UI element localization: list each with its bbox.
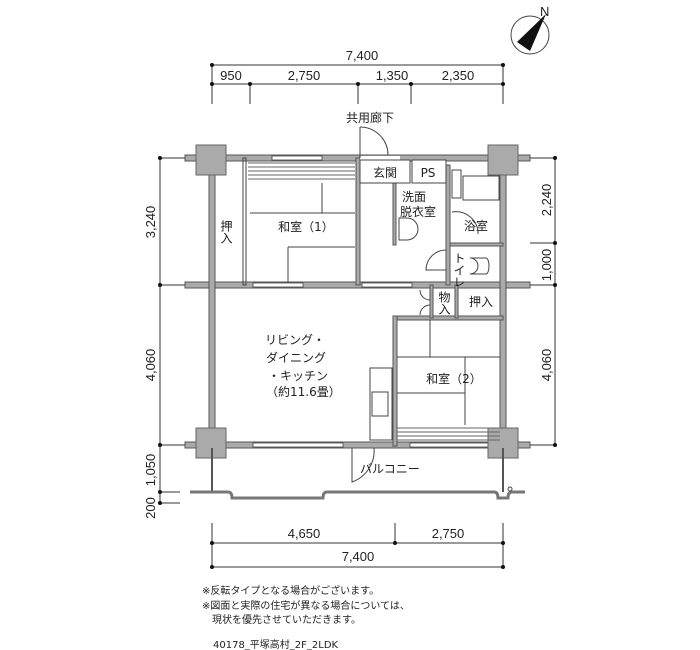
dim-bottom-1: 2,750 [432, 526, 465, 541]
water-heater-icon [451, 169, 462, 199]
washbasin-icon [398, 217, 419, 241]
bath-door [451, 211, 479, 235]
bottom-dimensions: 4,650 2,750 7,400 [210, 523, 505, 569]
label-balcony: バルコニー [360, 462, 420, 476]
compass-icon: N [510, 4, 550, 55]
dim-top-3: 2,350 [442, 68, 475, 83]
entrance-door [359, 126, 389, 156]
dim-left-2: 1,050 [143, 454, 158, 487]
dim-left-3: 200 [143, 497, 158, 519]
label-ldk-1: リビング・ [265, 333, 325, 347]
balcony [190, 448, 525, 500]
north-label: N [540, 4, 549, 19]
sink-icon [371, 391, 389, 417]
fixtures [351, 169, 500, 483]
kitchen-counter [369, 367, 393, 441]
toilet-door [425, 249, 447, 271]
label-corridor: 共用廊下 [346, 110, 394, 125]
label-storage: 物入 [437, 291, 451, 315]
note-2: ※図面と実際の住宅が異なる場合については、 [202, 599, 410, 612]
label-washroom-2: 脱衣室 [400, 204, 436, 219]
storage-door [419, 289, 431, 316]
dim-right-0: 2,240 [539, 184, 554, 217]
tatami-room-1 [248, 162, 355, 283]
label-closet-right: 押入 [469, 295, 493, 309]
balcony-door [351, 447, 375, 483]
walls [184, 154, 531, 449]
dim-bottom-total: 7,400 [342, 549, 375, 564]
plan-id: 40178_平塚高村_2F_2LDK [213, 638, 339, 650]
right-dimensions: 2,240 1,000 4,060 [530, 156, 557, 447]
toilet-icon [469, 257, 490, 275]
dim-right-2: 4,060 [539, 349, 554, 382]
bathtub-icon [462, 175, 500, 201]
label-washroom-1: 洗面 [402, 190, 426, 204]
label-ldk-4: （約11.6畳） [266, 384, 341, 399]
label-bath: 浴室 [464, 218, 488, 233]
label-toilet: トイレ [452, 252, 466, 288]
label-closet-left: 押入 [219, 220, 233, 244]
entrance-area [359, 159, 411, 184]
label-ps: PS [421, 166, 436, 180]
dim-right-1: 1,000 [539, 249, 554, 282]
room-labels: 玄関 PS 洗面 脱衣室 浴室 トイレ 押入 和室（1） 物入 押入 リビング・… [219, 165, 493, 476]
note-1: ※反転タイプとなる場合がございます。 [202, 584, 379, 597]
dim-top-1: 2,750 [288, 68, 321, 83]
dim-top-0: 950 [220, 68, 242, 83]
note-3: 現状を優先させていただきます。 [202, 613, 361, 626]
tatami-room-2 [397, 320, 500, 441]
dim-top-total: 7,400 [346, 48, 379, 63]
left-dimensions: 3,240 4,060 1,050 200 [143, 156, 185, 519]
label-ldk-3: ・キッチン [268, 369, 328, 383]
dim-top-2: 1,350 [376, 68, 409, 83]
label-japanese-room-1: 和室（1） [278, 219, 334, 234]
label-ldk-2: ダイニング [266, 350, 326, 365]
dim-left-1: 4,060 [143, 349, 158, 382]
label-japanese-room-2: 和室（2） [426, 371, 482, 386]
dim-left-0: 3,240 [143, 206, 158, 239]
label-entrance: 玄関 [373, 165, 397, 180]
top-dimensions: 7,400 950 2,750 1,350 2,350 [210, 48, 505, 104]
dim-bottom-0: 4,650 [288, 526, 321, 541]
